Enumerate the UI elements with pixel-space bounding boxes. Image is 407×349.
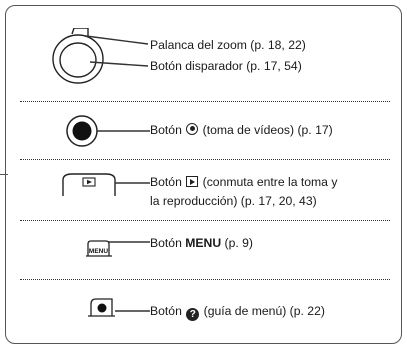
label-prefix: Botón xyxy=(150,175,182,189)
label-prefix: Botón xyxy=(150,236,182,250)
label-suffix: (p. 9) xyxy=(224,236,253,250)
question-glyph-icon: ? xyxy=(186,308,200,321)
label-suffix: (conmuta entre la toma y xyxy=(202,175,338,189)
playback-button-label: Botón (conmuta entre la toma y xyxy=(150,175,337,190)
movie-record-button-icon xyxy=(66,115,150,147)
label-prefix: Botón xyxy=(150,123,182,137)
menu-guide-button-label: Botón ? (guía de menú) (p. 22) xyxy=(150,304,325,321)
menu-button-icon: MENU xyxy=(86,240,150,257)
shutter-button-label: Botón disparador (p. 17, 54) xyxy=(150,59,302,73)
menu-icon-text: MENU xyxy=(89,248,108,255)
menu-guide-button-icon xyxy=(88,298,150,317)
menu-bold-text: MENU xyxy=(185,236,222,250)
page-edge-tick xyxy=(0,174,8,176)
movie-button-label: Botón (toma de vídeos) (p. 17) xyxy=(150,123,333,138)
dotted-separator xyxy=(20,220,390,221)
playback-button-label-line2: la reproducción) (p. 17, 20, 43) xyxy=(150,194,317,208)
zoom-lever-shutter-icon xyxy=(52,28,149,84)
zoom-lever-label: Palanca del zoom (p. 18, 22) xyxy=(150,38,306,52)
dotted-separator xyxy=(20,279,390,280)
playback-button-icon xyxy=(62,173,150,196)
label-prefix: Botón xyxy=(150,304,182,318)
label-suffix: (toma de vídeos) (p. 17) xyxy=(202,123,333,137)
label-suffix: (guía de menú) (p. 22) xyxy=(203,304,325,318)
dotted-separator xyxy=(20,101,390,102)
dotted-separator xyxy=(20,159,390,160)
record-glyph-icon xyxy=(186,123,199,135)
play-glyph-icon xyxy=(186,176,199,187)
menu-button-label: Botón MENU (p. 9) xyxy=(150,236,253,251)
